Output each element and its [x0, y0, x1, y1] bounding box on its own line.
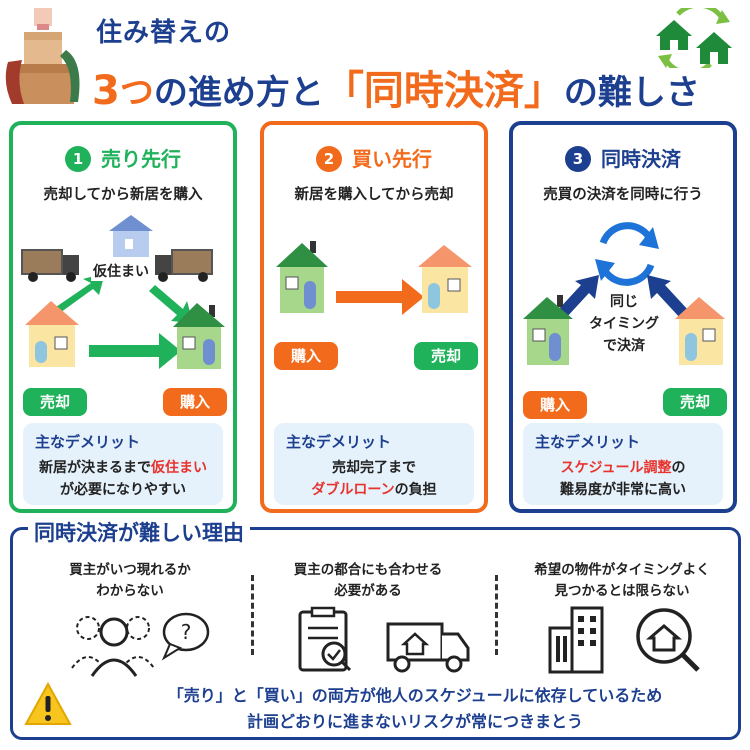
- reasons-panel: [10, 527, 741, 740]
- same-timing-line: タイミング: [589, 316, 659, 332]
- same-timing-line: で決済: [603, 338, 645, 354]
- title-suffix: の難しさ: [563, 73, 700, 113]
- demerit-text: 売却完了まで ダブルローンの負担: [274, 457, 474, 501]
- reason-2-text: 買主の都合にも合わせる 必要がある: [268, 560, 468, 602]
- old-house-icon: [675, 297, 725, 365]
- arrow-to-temp-icon: [53, 273, 105, 315]
- people-question-icon: ?: [71, 612, 210, 677]
- method-heading: 3 同時決済: [513, 143, 733, 174]
- method-card-sell-first: 1 売り先行 売却してから新居を購入: [9, 121, 237, 513]
- demerit-box: 主なデメリット 売却完了まで ダブルローンの負担: [274, 423, 474, 505]
- reason-line: わからない: [96, 583, 164, 599]
- divider: [495, 575, 498, 655]
- method-description: 売却してから新居を購入: [43, 187, 203, 203]
- new-house-icon: [523, 295, 573, 365]
- method-heading: 1 売り先行: [13, 143, 233, 174]
- method-description: 売買の決済を同時に行う: [543, 187, 703, 203]
- same-timing-line: 同じ: [610, 294, 638, 310]
- method-number: 1: [65, 145, 91, 172]
- reason-1-text: 買主がいつ現れるか わからない: [30, 560, 230, 602]
- checklist-and-truck-icon: [298, 606, 470, 673]
- title-line-1: 住み替えの: [96, 18, 232, 48]
- demerit-highlight: ダブルローン: [311, 482, 395, 498]
- method-heading: 2 買い先行: [264, 143, 484, 174]
- new-house-icon: [276, 241, 328, 313]
- reason-line: 買主の都合にも合わせる: [293, 562, 443, 578]
- demerit-highlight: 仮住まい: [151, 460, 207, 476]
- arrow-from-temp-icon: [149, 285, 193, 323]
- old-house-icon: [25, 301, 79, 367]
- reason-line: 必要がある: [334, 583, 402, 599]
- demerit-text-part: 新居が決まるまで: [39, 460, 151, 476]
- same-timing-label: 同じ タイミング で決済: [579, 291, 669, 357]
- warning-line-2: 計画どおりに進まないリスクが常につきまとう: [246, 712, 583, 731]
- cycle-arrows-icon: [595, 222, 659, 286]
- method-description: 新居を購入してから売却: [294, 187, 454, 203]
- buildings-and-search-icon: [548, 606, 700, 674]
- tag-buy: 購入: [163, 388, 227, 416]
- demerit-box: 主なデメリット 新居が決まるまで仮住まい が必要になりやすい: [23, 423, 223, 505]
- tag-buy: 購入: [523, 391, 587, 419]
- moving-boxes-illustration: [5, 8, 80, 104]
- warning-line-1: 「売り」と「買い」の両方が他人のスケジュールに依存しているため: [167, 686, 663, 705]
- title-middle: の進め方と: [153, 73, 324, 113]
- arrow-up-right-icon: [557, 275, 599, 319]
- warning-icon: [24, 682, 72, 725]
- demerit-text: 新居が決まるまで仮住まい が必要になりやすい: [23, 457, 223, 501]
- simultaneous-flow-illustration: [523, 222, 725, 365]
- buy-first-flow-illustration: [276, 241, 472, 315]
- tag-buy: 購入: [274, 342, 338, 370]
- arrow-right-icon: [336, 279, 424, 315]
- reasons-title: 同時決済が難しい理由: [28, 517, 250, 547]
- arrow-up-left-icon: [647, 275, 689, 319]
- demerit-title: 主なデメリット: [535, 433, 641, 451]
- arrow-direct-icon: [89, 333, 181, 369]
- method-card-buy-first: 2 買い先行 新居を購入してから売却 購入 売却 主なデメリット 売却完了まで ダ…: [260, 121, 488, 513]
- method-name: 同時決済: [601, 147, 681, 171]
- demerit-text-part: の: [671, 460, 686, 476]
- demerit-text-part: 難易度が非常に高い: [560, 482, 686, 498]
- reason-line: 買主がいつ現れるか: [69, 562, 191, 578]
- demerit-title: 主なデメリット: [286, 433, 392, 451]
- method-name: 売り先行: [101, 147, 181, 171]
- title-line-2: 3つの進め方と「同時決済」の難しさ: [92, 58, 700, 116]
- reason-3-text: 希望の物件がタイミングよく 見つかるとは限らない: [512, 560, 732, 602]
- tag-sell: 売却: [663, 388, 727, 416]
- reason-line: 希望の物件がタイミングよく: [534, 562, 710, 578]
- demerit-text-part: 売却完了まで: [332, 460, 416, 476]
- new-house-icon: [173, 303, 225, 369]
- method-card-simultaneous: 3 同時決済 売買の決済を同時に行う 同じ タイミング で決済 購入: [509, 121, 737, 513]
- demerit-text: スケジュール調整の 難易度が非常に高い: [523, 457, 723, 501]
- title-counter: つ: [119, 73, 154, 113]
- temporary-housing-label: 仮住まい: [91, 261, 151, 281]
- tag-sell: 売却: [414, 342, 478, 370]
- title-highlight: 「同時決済」: [323, 68, 564, 114]
- truck-left-icon: [21, 249, 79, 282]
- divider: [251, 575, 254, 655]
- demerit-text-part: が必要になりやすい: [60, 482, 186, 498]
- sell-first-flow-illustration: [21, 215, 225, 369]
- demerit-title: 主なデメリット: [35, 433, 141, 451]
- demerit-highlight: スケジュール調整: [560, 460, 672, 476]
- method-name: 買い先行: [352, 147, 432, 171]
- temporary-house-icon: [109, 215, 153, 257]
- old-house-icon: [418, 245, 472, 313]
- title-number: 3: [92, 68, 120, 114]
- method-number: 2: [316, 145, 342, 172]
- tag-sell: 売却: [23, 388, 87, 416]
- demerit-text-part: の負担: [394, 482, 437, 498]
- demerit-box: 主なデメリット スケジュール調整の 難易度が非常に高い: [523, 423, 723, 505]
- house-exchange-icon: [656, 8, 732, 68]
- reason-line: 見つかるとは限らない: [554, 583, 690, 599]
- method-number: 3: [565, 145, 591, 172]
- svg-text:?: ?: [181, 620, 192, 644]
- truck-right-icon: [155, 249, 213, 282]
